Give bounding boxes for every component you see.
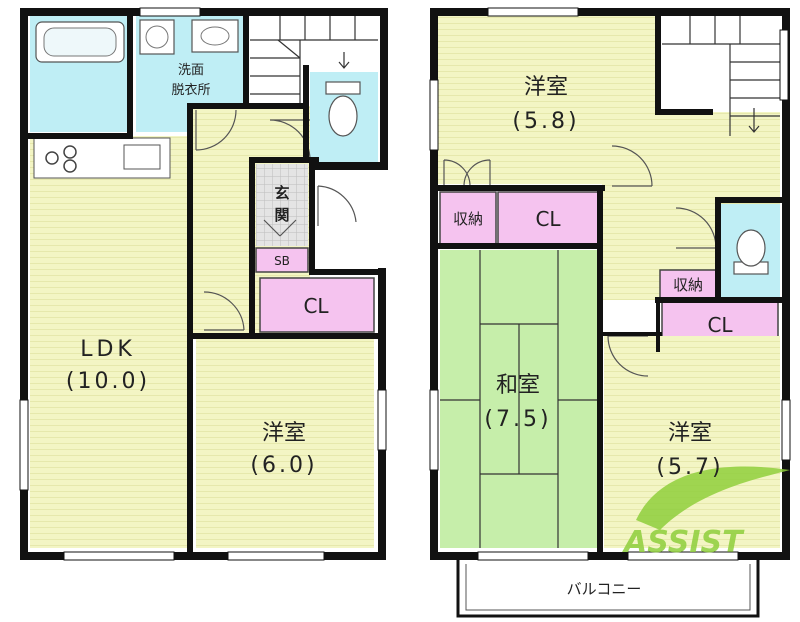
shoe-box-label: SB: [274, 254, 290, 268]
washbasin: [191, 19, 239, 53]
western-room-south-name: 洋室: [668, 421, 712, 446]
western-room-south-size: (5.7): [656, 455, 723, 480]
japanese-room-size: (7.5): [484, 407, 551, 432]
entrance-floor: [256, 164, 308, 246]
closet-1f-label: CL: [303, 294, 329, 318]
entrance-label-line2: 関: [274, 206, 289, 224]
closet-1f: [259, 277, 375, 333]
closet-north-label: CL: [535, 207, 561, 231]
toilet-bowl: [328, 95, 358, 137]
balcony-label: バルコニー: [567, 580, 642, 598]
floor-2: [429, 7, 791, 618]
entrance-label-line1: 玄: [274, 184, 289, 202]
western-room-1f: [196, 338, 374, 548]
shoe-box: [255, 247, 309, 273]
washroom-label-line1: 洗面: [178, 63, 204, 78]
toilet-bowl-2f: [736, 229, 766, 267]
floor-1: [19, 7, 388, 561]
western-room-1f-name: 洋室: [262, 421, 306, 446]
logo-text: ASSIST: [622, 525, 745, 560]
western-room-north-size: (5.8): [512, 109, 579, 134]
washing-machine: [139, 19, 175, 55]
ldk-name: LDK: [80, 337, 136, 362]
assist-logo: ASSIST: [622, 466, 790, 560]
balcony-area: [462, 556, 754, 614]
washroom-label-line2: 脱衣所: [171, 82, 210, 98]
ldk-size: (10.0): [66, 369, 150, 394]
western-room-north-name: 洋室: [524, 75, 568, 100]
ldk-room: [30, 136, 190, 548]
closet-north: [497, 191, 599, 245]
closet-east-label: CL: [707, 313, 733, 337]
japanese-room-name: 和室: [496, 373, 540, 398]
western-room-1f-size: (6.0): [250, 453, 317, 478]
western-room-south: [604, 336, 780, 548]
kitchen-sink: [123, 144, 161, 170]
storage-right-label: 収納: [673, 276, 703, 294]
storage-left-label: 収納: [453, 210, 483, 228]
balcony-rail: [456, 560, 760, 618]
labels: 洗面 脱衣所 玄 関 SB CL LDK (10.0) 洋室 (6.0) 洋室 …: [66, 63, 733, 598]
storage-left: [439, 191, 497, 245]
